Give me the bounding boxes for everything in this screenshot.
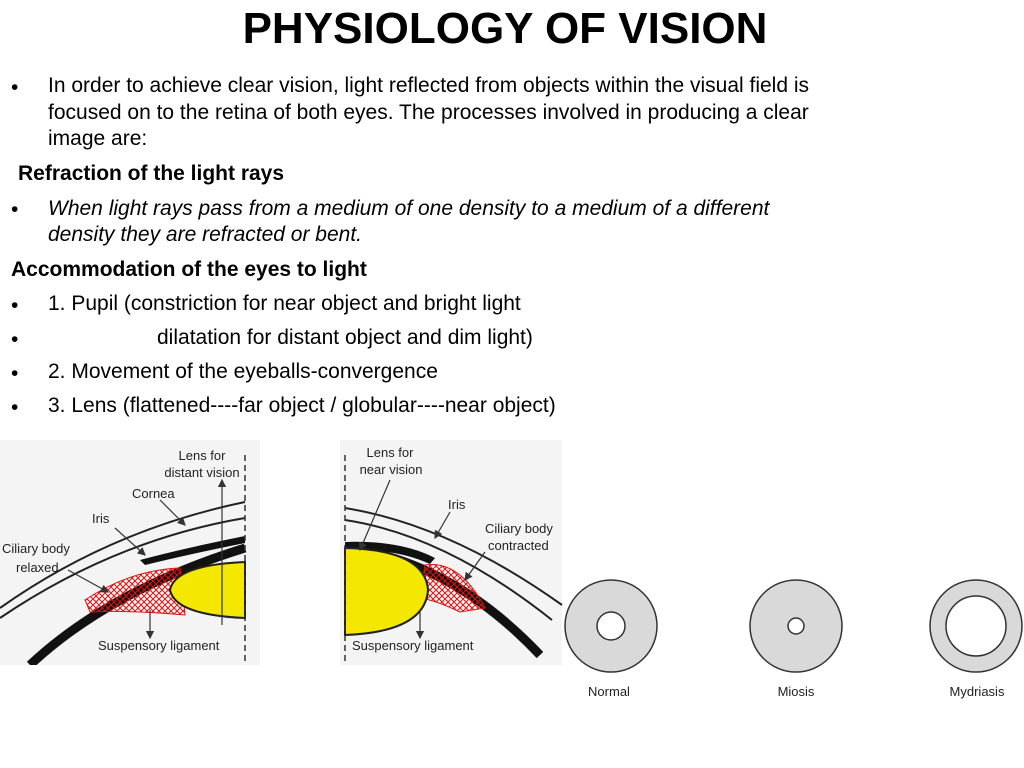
ciliary-label: relaxed <box>16 560 59 575</box>
pupil-diagram: Normal Miosis Mydriasis <box>564 579 1023 699</box>
iris-pointer <box>114 527 146 556</box>
bullet-marker: • <box>11 362 19 385</box>
iris-pointer <box>434 511 451 540</box>
ligament-label: Suspensory ligament <box>352 638 474 653</box>
ciliary-body-contracted <box>419 564 486 613</box>
refraction-line-1: When light rays pass from a medium of on… <box>48 197 770 220</box>
refraction-line-2: density they are refracted or bent. <box>48 223 363 246</box>
iris-shape <box>140 536 245 565</box>
lens-flattened <box>168 560 246 620</box>
pupil-opening <box>787 617 805 635</box>
intro-line-1: In order to achieve clear vision, light … <box>48 74 810 97</box>
bullet-marker: • <box>11 198 19 221</box>
ciliary-pointer <box>464 551 486 581</box>
ciliary-pointer <box>67 569 110 593</box>
iris-label: Iris <box>448 497 466 512</box>
pupil-miosis: Miosis <box>749 579 843 699</box>
lens-label: near vision <box>360 462 423 477</box>
pupil-opening <box>596 611 626 641</box>
lens-globular <box>344 546 430 637</box>
lens-label: distant vision <box>164 465 239 480</box>
accommodation-item: 2. Movement of the eyeballs-convergence <box>48 360 438 383</box>
pupil-normal: Normal <box>564 579 658 699</box>
pupil-label: Normal <box>588 684 630 699</box>
ciliary-label: Ciliary body <box>2 541 70 556</box>
pupil-opening <box>945 595 1007 657</box>
bullet-marker: • <box>11 328 19 351</box>
bullet-marker: • <box>11 294 19 317</box>
cornea-pointer <box>159 499 186 526</box>
cornea-outer-curve <box>0 501 246 609</box>
ciliary-label: Ciliary body <box>485 521 553 536</box>
accommodation-heading: Accommodation of the eyes to light <box>11 258 367 281</box>
bullet-marker: • <box>11 396 19 419</box>
iris-label: Iris <box>92 511 110 526</box>
accommodation-item: 1. Pupil (constriction for near object a… <box>48 292 521 315</box>
pupil-label: Mydriasis <box>950 684 1005 699</box>
cornea-inner-curve <box>0 517 246 619</box>
intro-line-3: image are: <box>48 127 148 150</box>
ligament-label: Suspensory ligament <box>98 638 220 653</box>
near-vision-diagram: Lens for near vision Iris Ciliary body c… <box>340 440 563 665</box>
pupil-mydriasis: Mydriasis <box>929 579 1023 699</box>
iris-shape <box>345 541 435 564</box>
diagram-background <box>0 440 260 665</box>
cornea-outer-curve <box>344 507 563 606</box>
cornea-inner-curve <box>344 519 553 621</box>
cornea-label: Cornea <box>132 486 175 501</box>
lens-pointer <box>358 479 391 552</box>
lens-label: Lens for <box>367 445 415 460</box>
bullet-marker: • <box>11 76 19 99</box>
lens-label: Lens for <box>179 448 227 463</box>
distant-vision-diagram: Lens for distant vision Cornea Iris Cili… <box>0 440 260 665</box>
accommodation-item: dilatation for distant object and dim li… <box>157 326 533 349</box>
refraction-heading: Refraction of the light rays <box>18 162 285 185</box>
accommodation-item: 3. Lens (flattened----far object / globu… <box>48 394 556 417</box>
page-title: PHYSIOLOGY OF VISION <box>242 4 768 53</box>
ciliary-label: contracted <box>488 538 549 553</box>
pupil-label: Miosis <box>778 684 815 699</box>
intro-line-2: focused on to the retina of both eyes. T… <box>48 101 809 124</box>
